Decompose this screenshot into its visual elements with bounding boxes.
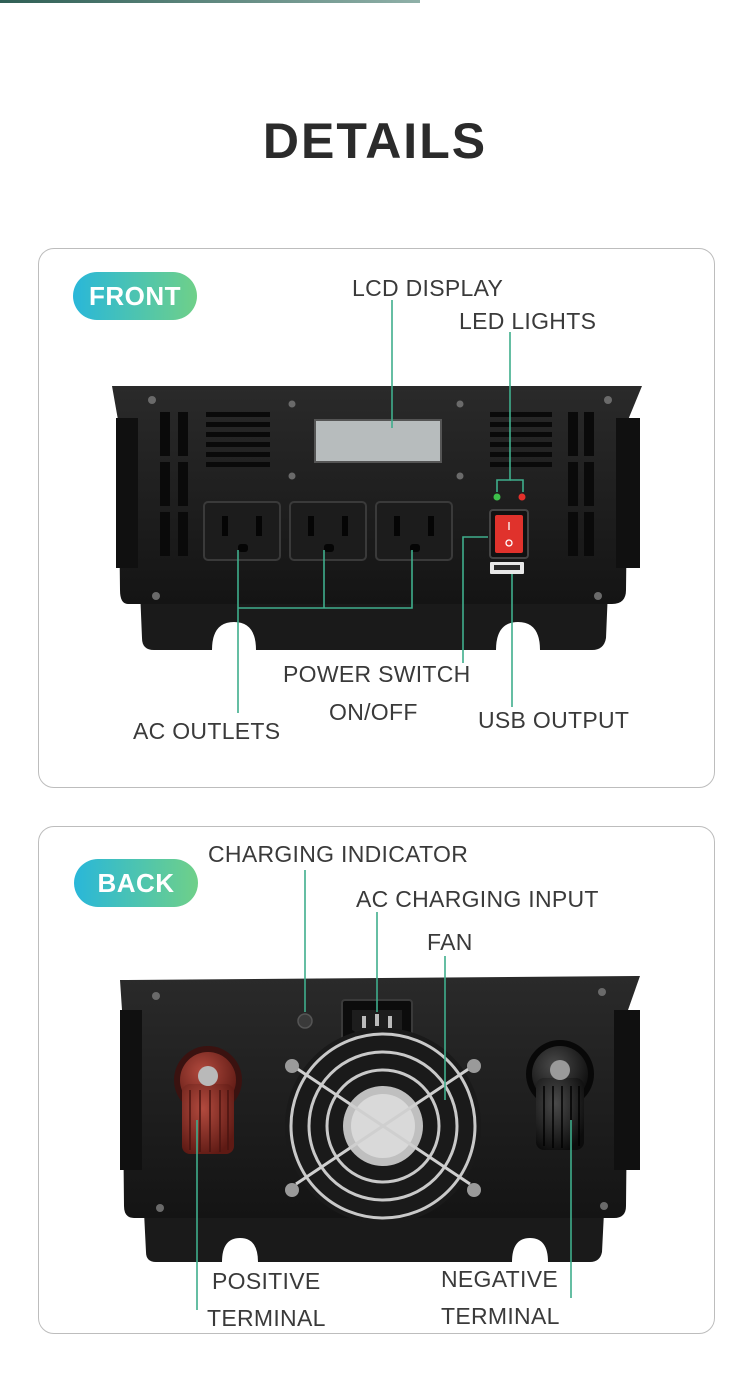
label-ac-charging-input: AC CHARGING INPUT (356, 886, 599, 912)
top-accent-line (0, 0, 420, 3)
label-lcd-display: LCD DISPLAY (352, 275, 504, 301)
led-light-green-icon (493, 493, 501, 501)
label-ac-outlets: AC OUTLETS (133, 718, 281, 744)
label-charging-indicator: CHARGING INDICATOR (208, 841, 469, 867)
front-callout-lines (237, 300, 524, 713)
label-negative-terminal: TERMINAL (441, 1303, 560, 1329)
front-badge: FRONT (73, 272, 197, 320)
label-usb-output: USB OUTPUT (478, 707, 630, 733)
label-power-switch: POWER SWITCH (283, 661, 471, 687)
label-negative: NEGATIVE (441, 1266, 558, 1292)
charging-indicator-icon (297, 1013, 313, 1029)
positive-terminal-icon (174, 1046, 242, 1154)
negative-terminal-icon (526, 1040, 594, 1150)
page-title: DETAILS (262, 113, 488, 169)
back-inverter-image (120, 976, 640, 1262)
back-callout-lines (196, 870, 572, 1310)
label-led-lights: LED LIGHTS (459, 308, 597, 334)
led-light-red-icon (518, 493, 526, 501)
label-positive-terminal: TERMINAL (207, 1305, 326, 1331)
label-power-switch-onoff: ON/OFF (329, 699, 418, 725)
fan-icon (285, 1028, 481, 1224)
label-positive: POSITIVE (212, 1268, 321, 1294)
front-inverter-image (112, 386, 642, 650)
label-fan: FAN (427, 929, 473, 955)
ac-outlets-image (203, 501, 453, 561)
back-badge: BACK (74, 859, 198, 907)
power-switch-icon (495, 515, 523, 553)
